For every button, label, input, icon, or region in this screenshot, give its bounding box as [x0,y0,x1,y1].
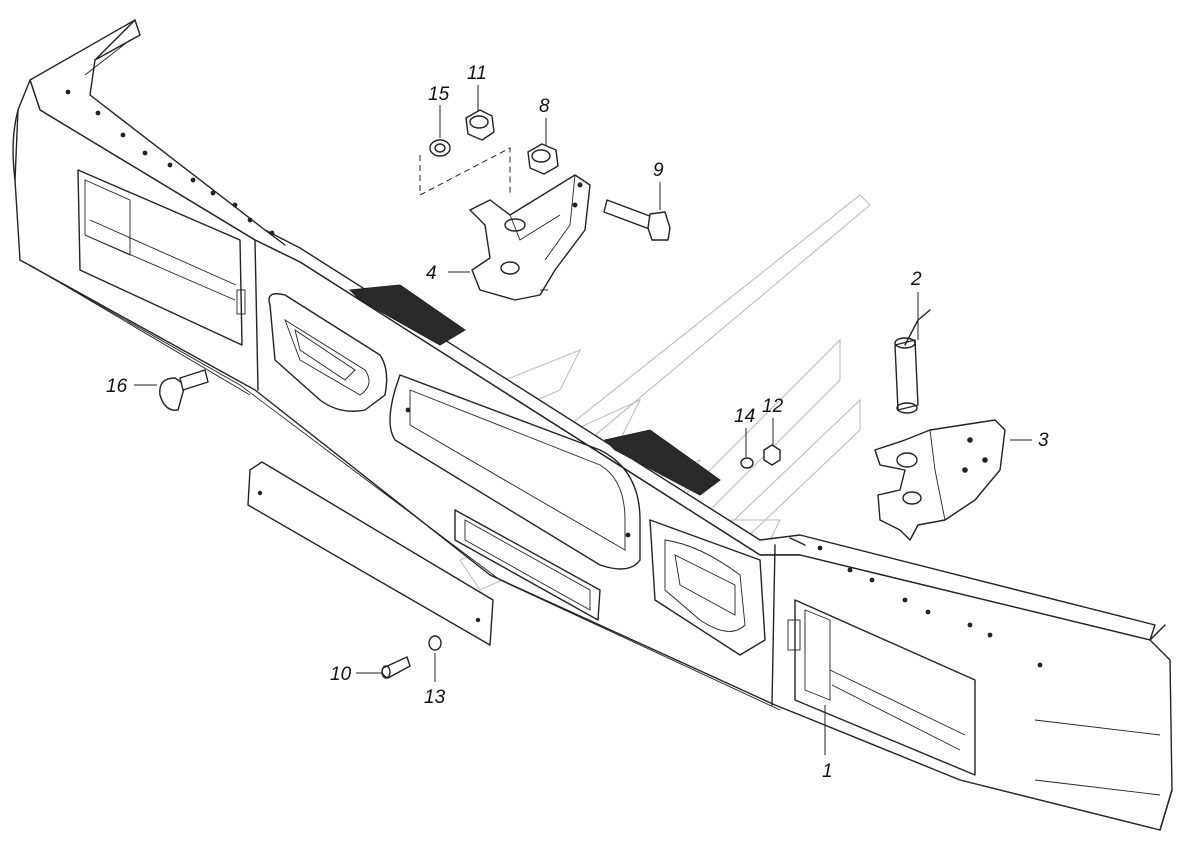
nut-12 [763,444,781,466]
callout-12: 12 [762,396,784,417]
bumper [12,19,1173,831]
bolt-16 [159,369,209,411]
left-center-window [268,293,388,412]
pin-2 [894,309,931,414]
callout-10: 10 [330,664,352,685]
mounting-bracket-right [874,419,1006,541]
callout-2: 2 [910,269,922,290]
step-tread-left [348,284,466,346]
left-lamp-opening [77,169,246,346]
washer-13 [428,635,442,651]
license-plate [247,461,494,646]
callout-13: 13 [424,687,446,708]
callout-3: 3 [1038,430,1049,451]
assembly-line [419,147,511,196]
mounting-bracket-left [469,174,591,301]
right-center-window [649,519,766,656]
callout-8: 8 [539,96,550,117]
washer-14 [740,457,754,469]
callout-14: 14 [734,406,755,427]
callout-15: 15 [428,84,450,105]
nut-11 [465,109,495,141]
bolt-9 [603,199,671,241]
nut-8 [527,143,559,175]
center-window [389,374,641,621]
callout-9: 9 [653,160,664,181]
callout-16: 16 [106,376,128,397]
mounting-holes [65,89,1043,668]
callout-4: 4 [426,263,437,284]
washer-15 [429,139,451,157]
step-tread-right [604,429,721,496]
right-lamp-opening [787,599,976,776]
callout-1: 1 [822,761,833,782]
screw-10 [381,656,411,679]
leader-lines [134,85,1032,755]
callout-11: 11 [467,63,487,84]
